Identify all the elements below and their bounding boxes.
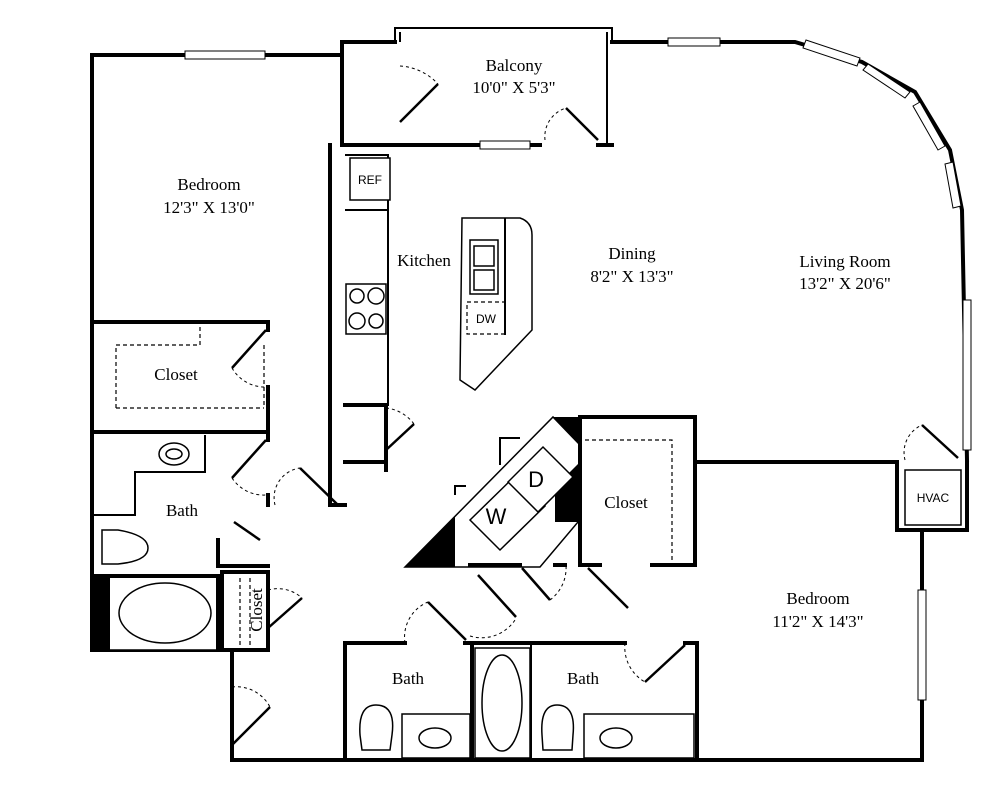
bedroom-2-dims: 11'2" X 14'3"	[772, 612, 863, 631]
dining-dims: 8'2" X 13'3"	[590, 267, 673, 286]
door-bath-2[interactable]	[427, 601, 467, 641]
door-closet-2[interactable]	[267, 597, 303, 629]
laundry-area	[403, 415, 581, 568]
appliance-labels: REF DW HVAC W D	[358, 173, 950, 529]
window-curve-4	[944, 161, 962, 209]
window-living-side	[962, 299, 972, 451]
interior-walls	[468, 415, 962, 618]
living-room-label: Living Room	[799, 252, 890, 271]
window-curve-2	[862, 63, 911, 99]
bedroom-1-label: Bedroom	[177, 175, 240, 194]
door-bath-3[interactable]	[644, 644, 686, 683]
balcony-label: Balcony	[486, 56, 543, 75]
bath-2-label: Bath	[392, 669, 425, 688]
kitchen-label: Kitchen	[397, 251, 451, 270]
balcony-area	[340, 27, 614, 150]
refrigerator	[349, 157, 391, 201]
window-living-top	[667, 37, 721, 47]
bath-1-label: Bath	[166, 501, 199, 520]
dining-label: Dining	[608, 244, 656, 263]
kitchen-area	[343, 154, 533, 472]
dryer	[506, 445, 575, 514]
sink-bath-3	[599, 727, 633, 749]
closet-1-label: Closet	[154, 365, 198, 384]
window-curve-3	[912, 101, 946, 151]
bedroom-2-label: Bedroom	[786, 589, 849, 608]
window-curve-1	[802, 39, 861, 67]
toilet-bath-1	[101, 529, 149, 565]
lower-baths	[343, 601, 699, 762]
entry-door[interactable]	[231, 686, 271, 746]
dw-label: DW	[476, 312, 497, 326]
window-bedroom-1	[184, 50, 266, 60]
door-bath-1[interactable]	[231, 439, 267, 479]
door-balcony-left[interactable]	[399, 83, 439, 123]
door-hall-closet[interactable]	[521, 567, 551, 601]
door-closet-1[interactable]	[231, 329, 267, 369]
hvac-label: HVAC	[917, 491, 950, 505]
door-hvac[interactable]	[921, 424, 959, 459]
closet-2-label: Closet	[247, 588, 266, 632]
washer-label: W	[486, 504, 507, 529]
ref-label: REF	[358, 173, 382, 187]
door-laundry[interactable]	[477, 574, 517, 618]
sink-bath-2	[418, 727, 452, 749]
hvac-unit	[904, 469, 962, 526]
door-closet-3[interactable]	[587, 567, 629, 609]
room-labels: Balcony 10'0" X 5'3" Bedroom 12'3" X 13'…	[154, 56, 891, 688]
window-bedroom-2	[917, 589, 927, 701]
bath-1-fixtures	[90, 435, 270, 652]
bedroom-1-walls	[90, 143, 347, 507]
closet-2-area	[220, 570, 303, 652]
toilet-bath-2	[359, 704, 394, 751]
windows	[184, 37, 972, 701]
window-balcony	[479, 140, 531, 150]
balcony-dims: 10'0" X 5'3"	[472, 78, 555, 97]
bedroom-1-dims: 12'3" X 13'0"	[163, 198, 255, 217]
door-pantry[interactable]	[385, 423, 415, 451]
bath-3-label: Bath	[567, 669, 600, 688]
door-balcony-right[interactable]	[565, 107, 599, 141]
door-bedroom-1[interactable]	[299, 467, 339, 506]
toilet-bath-3	[541, 704, 575, 751]
closet-3-label: Closet	[604, 493, 648, 512]
living-room-dims: 13'2" X 20'6"	[799, 274, 891, 293]
door-bath-1-inner[interactable]	[233, 520, 261, 542]
dryer-label: D	[528, 467, 544, 492]
